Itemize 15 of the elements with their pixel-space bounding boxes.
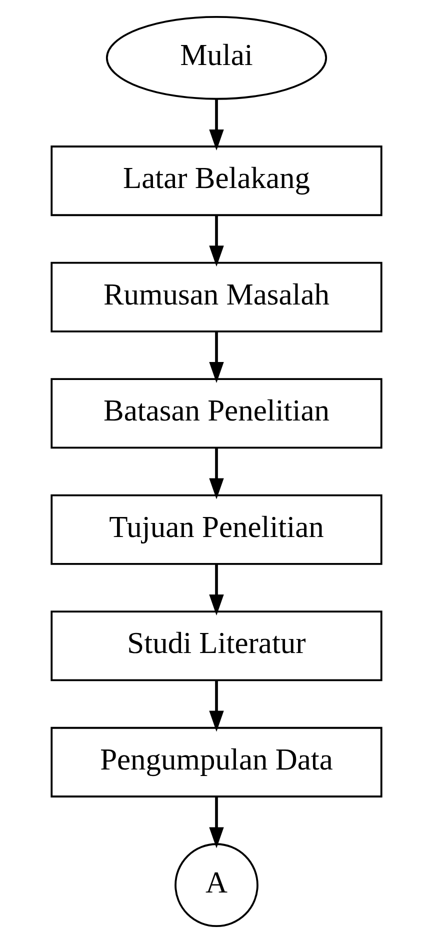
arrow — [209, 796, 224, 848]
node-ellipse: Mulai — [106, 16, 328, 100]
arrow — [209, 448, 224, 500]
node-box: Batasan Penelitian — [50, 378, 382, 449]
arrow — [209, 680, 224, 732]
arrow — [209, 215, 224, 267]
arrow — [209, 564, 224, 616]
node-box: Rumusan Masalah — [50, 262, 382, 332]
node-box: Pengumpulan Data — [50, 726, 382, 798]
node-box: Studi Literatur — [50, 610, 382, 682]
arrow — [209, 99, 224, 150]
arrow — [209, 332, 224, 383]
node-box: Tujuan Penelitian — [50, 494, 382, 565]
node-circle: A — [174, 843, 258, 928]
node-box: Latar Belakang — [50, 146, 382, 216]
